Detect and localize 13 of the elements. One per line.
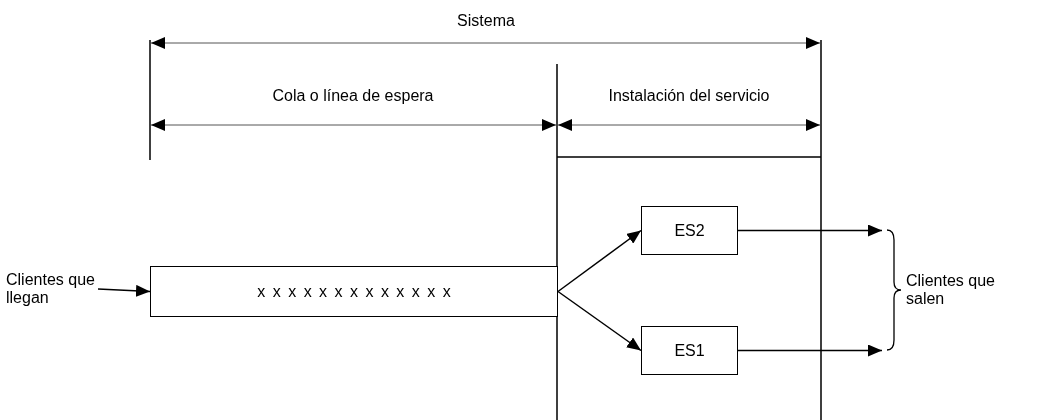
departure-label: Clientes que salen — [906, 272, 996, 308]
dimension-label: Cola o línea de espera — [272, 87, 434, 105]
server-box: ES1 — [641, 326, 738, 375]
queue-box: x x x x x x x x x x x x x — [150, 266, 558, 317]
arrow — [557, 290, 642, 352]
dimension-label: Sistema — [457, 12, 515, 30]
arrow — [737, 344, 883, 357]
server-box: ES2 — [641, 206, 738, 255]
arrival-label: Clientes que llegan — [6, 271, 96, 307]
arrow — [557, 229, 642, 293]
arrow — [97, 284, 151, 297]
arrow — [737, 224, 883, 237]
dimension-label: Instalación del servicio — [608, 87, 770, 105]
